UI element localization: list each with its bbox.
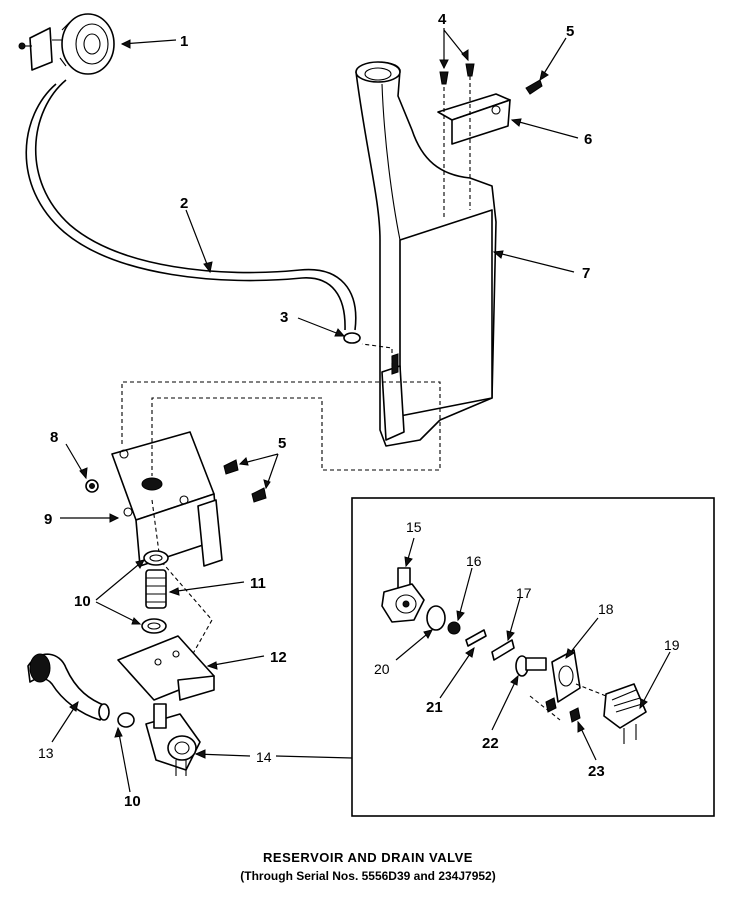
callout-12: 12 xyxy=(270,649,287,666)
callout-18: 18 xyxy=(598,601,614,617)
leader-lines xyxy=(51,28,671,793)
assembly-line xyxy=(529,683,607,721)
diagram-subtitle: (Through Serial Nos. 5556D39 and 234J795… xyxy=(240,869,496,883)
screw xyxy=(251,487,267,503)
callout-5: 5 xyxy=(566,23,574,40)
valve-seal xyxy=(447,621,461,635)
callout-13: 13 xyxy=(38,745,54,761)
clamp xyxy=(141,618,167,634)
callout-17: 17 xyxy=(516,585,532,601)
callout-10: 10 xyxy=(124,793,141,810)
assembly-line xyxy=(121,381,441,476)
clamp xyxy=(117,712,135,728)
callout-11: 11 xyxy=(250,575,266,592)
callout-1: 1 xyxy=(180,33,188,50)
callout-3: 3 xyxy=(280,309,288,326)
callout-9: 9 xyxy=(44,511,52,528)
o-ring xyxy=(426,605,446,631)
callout-7: 7 xyxy=(582,265,590,282)
callout-5: 5 xyxy=(278,435,286,452)
hose-clamp xyxy=(343,332,361,344)
callout-10: 10 xyxy=(74,593,91,610)
callout-23: 23 xyxy=(588,763,605,780)
diagram-title: RESERVOIR AND DRAIN VALVE xyxy=(263,850,473,865)
solenoid-coil xyxy=(603,683,647,744)
plunger xyxy=(465,629,487,647)
callout-15: 15 xyxy=(406,519,422,535)
callout-14: 14 xyxy=(256,749,272,765)
callout-4: 4 xyxy=(438,11,447,28)
reservoir xyxy=(355,61,497,447)
callout-19: 19 xyxy=(664,637,680,653)
screw xyxy=(223,459,239,475)
callout-22: 22 xyxy=(482,735,499,752)
assembly-line xyxy=(361,343,393,374)
spring xyxy=(491,639,515,661)
callout-16: 16 xyxy=(466,553,482,569)
detail-box xyxy=(351,497,715,817)
screw xyxy=(439,63,543,95)
valve-body xyxy=(381,567,425,623)
callout-21: 21 xyxy=(426,699,443,716)
callout-2: 2 xyxy=(180,195,188,212)
mounting-bracket xyxy=(437,76,511,220)
pressure-switch xyxy=(18,13,115,75)
drain-valve xyxy=(145,703,201,776)
mounting-plate xyxy=(117,635,215,701)
drain-hose xyxy=(27,653,110,721)
callout-8: 8 xyxy=(50,429,58,446)
callout-20: 20 xyxy=(374,661,390,677)
callout-6: 6 xyxy=(584,131,592,148)
armature xyxy=(515,655,547,677)
screw xyxy=(545,697,557,713)
clamp xyxy=(143,550,169,566)
spring xyxy=(145,569,167,609)
valve-bracket xyxy=(111,431,223,567)
screw xyxy=(569,707,581,723)
air-hose xyxy=(25,79,357,331)
